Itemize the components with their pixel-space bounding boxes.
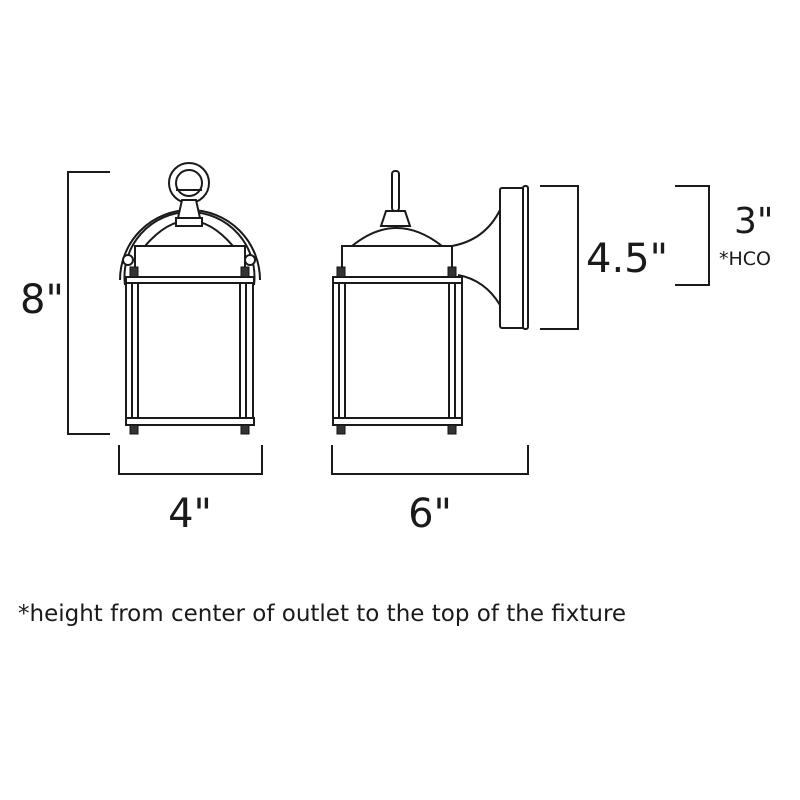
top-box bbox=[341, 245, 453, 278]
backplate-dimension-line bbox=[540, 185, 579, 330]
rod bbox=[391, 170, 400, 212]
height-label: 8" bbox=[20, 277, 64, 323]
height-dimension-line bbox=[67, 171, 110, 435]
backplate-label: 4.5" bbox=[586, 236, 668, 282]
hco-dimension-line bbox=[675, 185, 710, 286]
hco-label: 3" bbox=[734, 201, 773, 242]
hco-caption: *HCO bbox=[719, 248, 771, 270]
width-label: 4" bbox=[168, 491, 212, 537]
depth-dimension-line bbox=[331, 445, 529, 475]
dome bbox=[349, 227, 445, 247]
side-view-fixture bbox=[332, 170, 529, 435]
footnote: *height from center of outlet to the top… bbox=[18, 601, 626, 627]
width-dimension-line bbox=[118, 445, 263, 475]
top-box bbox=[134, 245, 246, 278]
depth-label: 6" bbox=[408, 491, 452, 537]
front-view-fixture bbox=[119, 162, 261, 435]
backplate bbox=[499, 187, 526, 329]
